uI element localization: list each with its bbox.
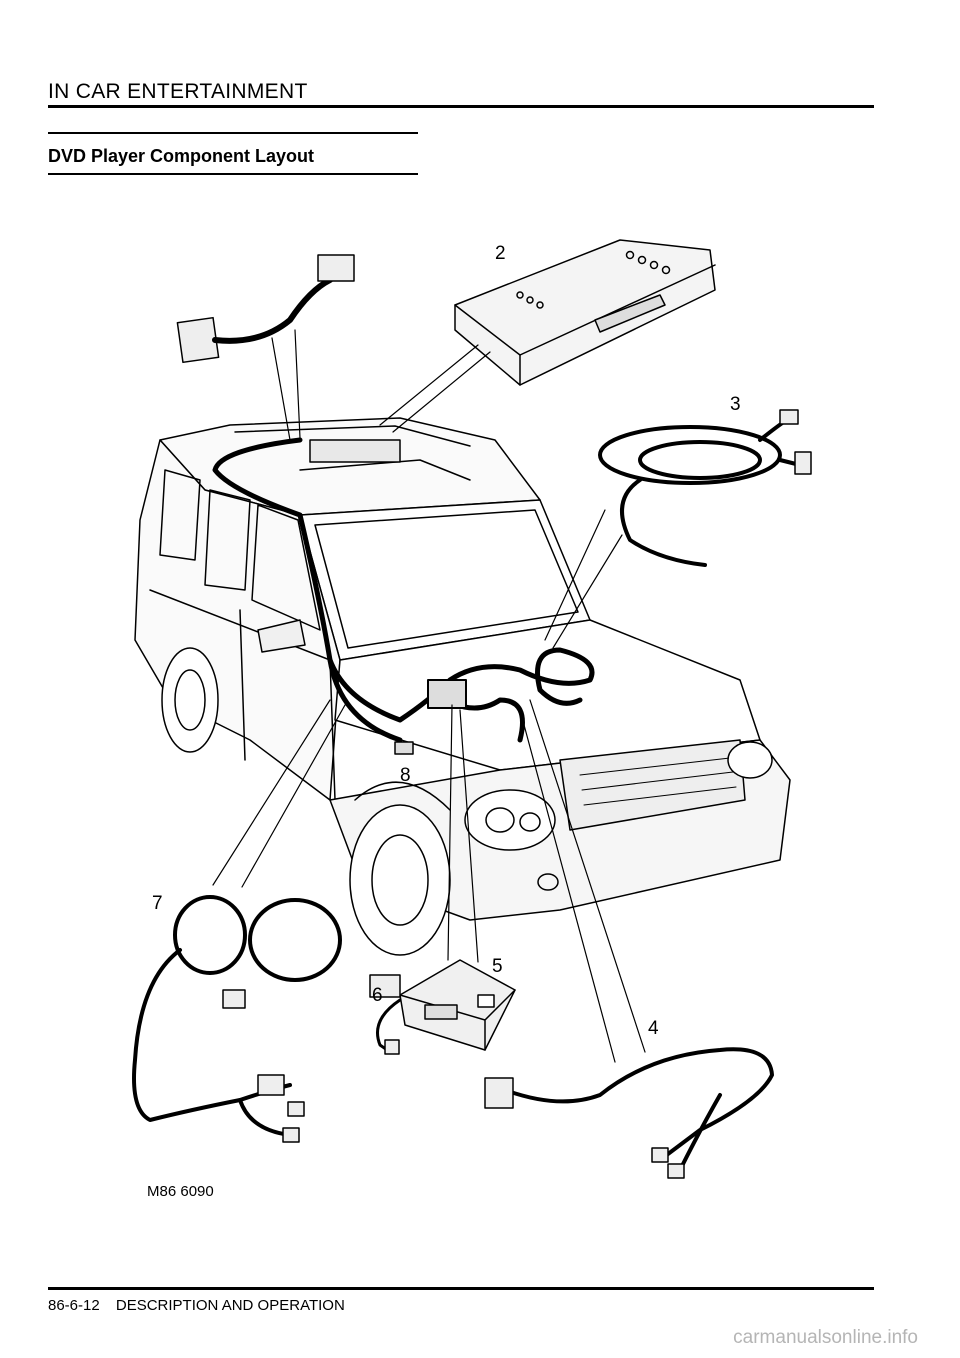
watermark-text: carmanualsonline.info [733, 1327, 918, 1348]
installed-junction-box [427, 679, 467, 709]
coiled-harness-3 [544, 409, 812, 649]
page-number: 86-6-12 [48, 1297, 100, 1314]
connector-harness-component [176, 254, 355, 441]
callout-label: 3 [730, 394, 741, 415]
callout-label: 6 [372, 985, 383, 1006]
dvd-player-unit [379, 239, 716, 433]
page-header-title: IN CAR ENTERTAINMENT [48, 80, 308, 103]
callout-label: 4 [648, 1018, 659, 1039]
callout-label: 8 [400, 765, 411, 786]
callout-label: 5 [492, 956, 503, 977]
callout-label: 7 [152, 893, 163, 914]
coiled-harness-7 [132, 699, 346, 1143]
header-divider [48, 105, 874, 108]
section-divider-top [48, 132, 418, 134]
footer-divider [48, 1287, 874, 1290]
callout-label: 2 [495, 243, 506, 264]
section-title: DVD Player Component Layout [48, 146, 315, 166]
vehicle-illustration [134, 417, 791, 956]
interface-module-5 [369, 704, 516, 1055]
harness-4 [484, 699, 774, 1179]
page-footer: 86-6-12 DESCRIPTION AND OPERATION [48, 1297, 345, 1314]
figure-reference: M86 6090 [147, 1183, 214, 1200]
footer-section-name: DESCRIPTION AND OPERATION [115, 1297, 345, 1314]
section-divider-bottom [48, 173, 418, 175]
